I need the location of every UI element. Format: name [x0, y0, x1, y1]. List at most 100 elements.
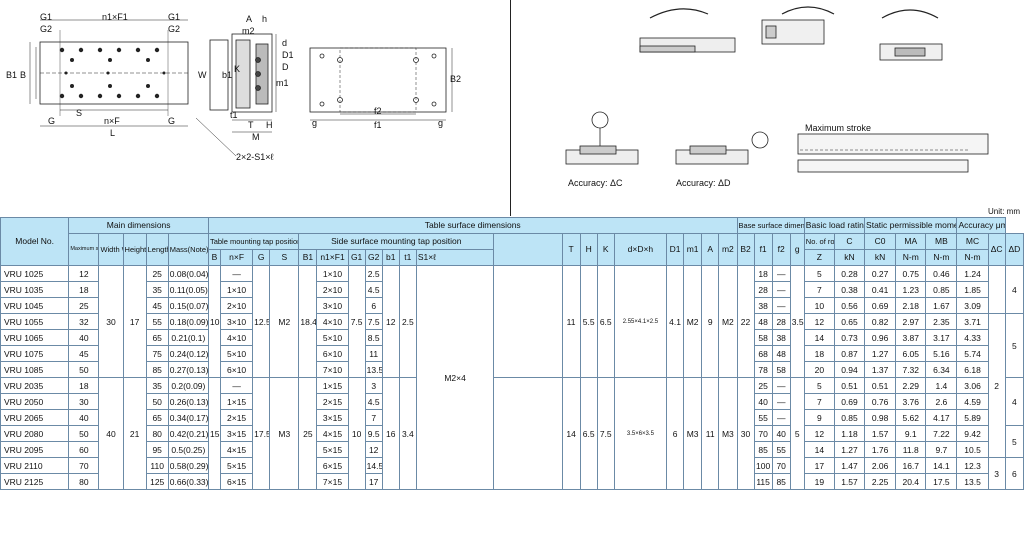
cell-stroke: 80 — [68, 473, 100, 490]
cell-stroke: 50 — [68, 425, 100, 442]
cell-dc: 2 — [987, 313, 1006, 458]
cell-c: 0.85 — [833, 409, 866, 426]
cell-mc: 4.33 — [956, 329, 989, 346]
cell-c0: 0.96 — [864, 329, 897, 346]
cell-D1: 6 — [666, 377, 685, 490]
header-base-surface: Base surface dimensions Mounting hole po… — [736, 217, 805, 234]
unit-c: kN — [833, 249, 866, 266]
cell-length: 35 — [145, 377, 169, 394]
cell-stroke: 12 — [68, 265, 100, 282]
cell-c: 0.87 — [833, 345, 866, 362]
drawing-labels: G1 G2 n1×F1 G1 G2 B1 B W G S n×F G L A h… — [6, 12, 461, 162]
cell-nf: 4×10 — [220, 329, 254, 346]
cell-nf: 3×10 — [220, 313, 254, 330]
cell-length: 110 — [145, 457, 169, 474]
cell-length: 55 — [145, 313, 169, 330]
cell-stroke: 32 — [68, 313, 100, 330]
header-blank — [493, 233, 563, 266]
cell-mc: 5.74 — [956, 345, 989, 362]
header-b: B — [207, 249, 222, 266]
cell-model: VRU 1085 — [0, 361, 70, 378]
cell-mc: 5.89 — [956, 409, 989, 426]
label-a: A — [246, 14, 252, 24]
cell-g2: 7 — [364, 409, 383, 426]
cell-n1f1: 5×15 — [316, 441, 349, 458]
cell-g2: 13.5 — [364, 361, 383, 378]
cell-f1: 55 — [753, 409, 773, 426]
cell-mb: 2.35 — [925, 313, 958, 330]
label-k: K — [234, 64, 240, 74]
cell-stroke: 25 — [68, 297, 100, 314]
cell-mb: 3.17 — [925, 329, 958, 346]
header-ma: MA — [895, 233, 927, 250]
cell-length: 35 — [145, 281, 169, 298]
cell-n1f1: 3×15 — [316, 409, 349, 426]
cell-n1f1: 6×10 — [316, 345, 349, 362]
cell-mass: 0.15(0.07) — [167, 297, 209, 314]
moment-diagrams — [565, 6, 989, 173]
cross-section-drawing — [209, 33, 277, 133]
cell-mb: 0.46 — [925, 265, 958, 282]
label-m2: m2 — [242, 26, 255, 36]
cell-length: 125 — [145, 473, 169, 490]
cell-model: VRU 1055 — [0, 313, 70, 330]
cell-g: 5 — [789, 377, 805, 490]
vertical-divider — [510, 0, 511, 216]
header-static-moment: Static permissible moment — [864, 217, 958, 234]
cell-f2: 85 — [771, 473, 791, 490]
cell-model: VRU 1025 — [0, 265, 70, 282]
cell-m1: M3 — [683, 377, 703, 490]
label-f1: f1 — [374, 120, 382, 130]
cell-ma: 9.1 — [895, 425, 927, 442]
header-g1: G1 — [347, 249, 366, 266]
cell-f2: — — [771, 265, 791, 282]
header-s: S — [269, 249, 300, 266]
cell-mc: 3.71 — [956, 313, 989, 330]
cell-mass: 0.2(0.09) — [167, 377, 209, 394]
header-t: T — [561, 233, 581, 266]
cell-height: 21 — [122, 377, 147, 490]
cell-width: 30 — [98, 265, 124, 378]
cell-g2: 6 — [364, 297, 383, 314]
cell-H: 5.5 — [579, 265, 598, 378]
cell-dc — [987, 265, 1006, 314]
cell-c: 0.56 — [833, 297, 866, 314]
header-accuracy: Accuracy μm — [956, 217, 1006, 234]
cell-m2: M3 — [718, 377, 738, 490]
cell-model: VRU 2110 — [0, 457, 70, 474]
cell-z: 5 — [803, 377, 835, 394]
cell-model: VRU 2050 — [0, 393, 70, 410]
cell-ma: 7.32 — [895, 361, 927, 378]
cell-B1: 25 — [298, 377, 318, 490]
cell-model: VRU 2065 — [0, 409, 70, 426]
cell-c0: 1.27 — [864, 345, 897, 362]
cell-mc: 1.85 — [956, 281, 989, 298]
cell-dd: 4 — [1004, 377, 1024, 426]
cell-c: 0.28 — [833, 265, 866, 282]
unit-mb: N-m — [925, 249, 958, 266]
cell-height: 17 — [122, 265, 147, 378]
cell-stroke: 18 — [68, 281, 100, 298]
cell-c0: 1.37 — [864, 361, 897, 378]
cell-stroke: 40 — [68, 329, 100, 346]
cell-model: VRU 2035 — [0, 377, 70, 394]
header-d1: D1 — [666, 233, 685, 266]
cell-dd: 6 — [1004, 457, 1024, 490]
cell-stroke: 18 — [68, 377, 100, 394]
cell-mb: 2.6 — [925, 393, 958, 410]
cell-m1: M2 — [683, 265, 703, 378]
cell-ma: 20.4 — [895, 473, 927, 490]
cell-g: 3.5 — [789, 265, 805, 378]
label-b: B — [20, 70, 26, 80]
cell-mb: 4.17 — [925, 409, 958, 426]
cell-g2: 12 — [364, 441, 383, 458]
cell-b1: 16 — [381, 377, 400, 490]
cell-mass: 0.21(0.1) — [167, 329, 209, 346]
cell-mass: 0.58(0.29) — [167, 457, 209, 474]
cell-length: 95 — [145, 441, 169, 458]
cell-b1: 12 — [381, 265, 400, 378]
cell-g2: 4.5 — [364, 393, 383, 410]
specification-table: Model No. Main dimensions Table surface … — [0, 217, 1024, 490]
